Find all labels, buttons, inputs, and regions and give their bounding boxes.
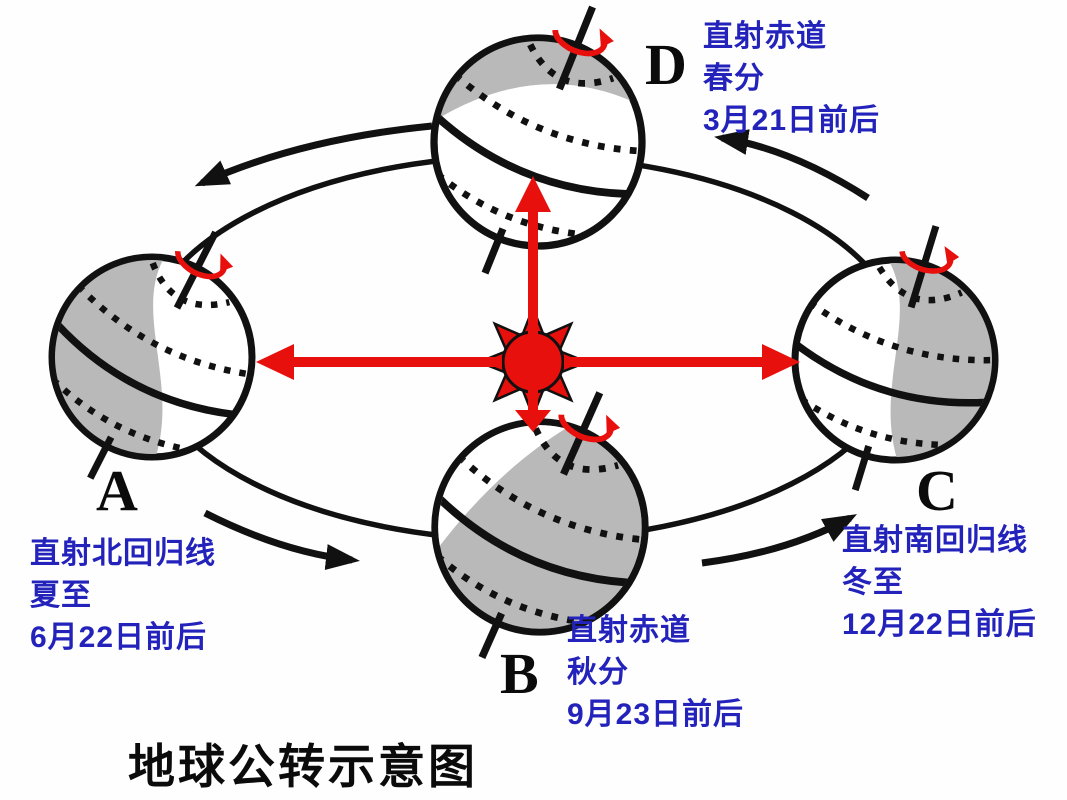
rotation-arrow-icon [552,28,614,57]
earth-axis [478,391,621,659]
globe-b [431,391,649,659]
position-letter-c: C [916,458,958,523]
date-text: 9月23日前后 [567,698,745,731]
sunray-arrow-icon-up [515,176,551,336]
solar-term-text: 春分 [703,62,765,95]
label-autumn-equinox: 直射赤道 秋分 9月23日前后 [567,610,744,736]
globe-a [48,230,256,480]
sunray-arrow-icon-down [515,390,551,432]
position-letter-a: A [96,458,138,523]
rotation-arrow-icon [175,250,234,280]
diagram-title: 地球公转示意图 [128,740,478,793]
insolation-text: 直射南回归线 [842,524,1028,557]
date-text: 6月22日前后 [30,621,208,654]
date-text: 3月21日前后 [703,104,881,137]
sun-icon [475,304,591,420]
revolution-arrow-icon-top-right [714,129,870,201]
sunray-arrow-icon-right [564,344,800,380]
insolation-text: 直射赤道 [567,614,691,647]
revolution-arrow-icon-bottom-left [203,509,360,570]
solar-term-text: 冬至 [842,566,904,599]
equator-line [437,114,629,198]
revolution-arrow-icon-bottom-right [701,514,858,567]
equator-line [798,341,986,407]
equator-line [55,321,235,419]
rotation-arrow-icon [558,414,621,443]
rotation-arrow-icon [899,246,960,274]
insolation-text: 直射北回归线 [30,537,216,570]
date-text: 12月22日前后 [842,608,1037,641]
solar-term-text: 秋分 [567,656,629,689]
position-letter-d: D [645,32,687,97]
revolution-arrow-icon-top-left [194,122,433,187]
earth-axis [87,230,234,480]
label-winter-solstice: 直射南回归线 冬至 12月22日前后 [842,520,1037,646]
equator-line [438,495,630,587]
earth-axis [481,5,614,275]
position-letter-b: B [500,641,539,706]
sunray-arrow-icon-left [256,344,502,380]
label-spring-equinox: 直射赤道 春分 3月21日前后 [703,16,880,142]
night-shade [55,260,164,454]
night-shade [437,41,635,120]
label-summer-solstice: 直射北回归线 夏至 6月22日前后 [30,533,216,659]
globe-c [791,225,999,492]
globe-d [430,5,646,275]
solar-term-text: 夏至 [30,579,92,612]
earth-axis [851,225,960,492]
insolation-text: 直射赤道 [703,20,827,53]
day-shade [438,425,570,548]
